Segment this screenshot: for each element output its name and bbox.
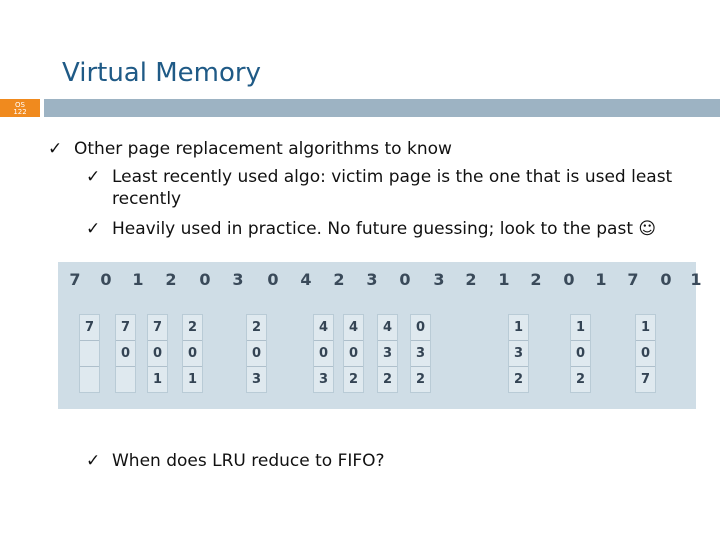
bullet-other-algorithms: ✓ Other page replacement algorithms to kn… (48, 138, 452, 160)
frame-cell: 1 (187, 372, 198, 387)
frame-cell: 1 (636, 315, 655, 341)
frame-cell: 4 (378, 315, 397, 341)
reference-page: 0 (563, 270, 575, 289)
bullet-text-continuation: recently (112, 189, 182, 209)
reference-page: 7 (69, 270, 81, 289)
slide-number-badge: OS 122 (0, 99, 40, 117)
frame-cell: 4 (344, 315, 363, 341)
reference-page: 1 (595, 270, 607, 289)
frame-cell: 0 (344, 341, 363, 367)
bullet-text: When does LRU reduce to FIFO? (112, 451, 385, 471)
reference-page: 0 (267, 270, 279, 289)
title-divider-bar (44, 99, 720, 117)
bullet-lru-fifo-question: ✓ When does LRU reduce to FIFO? (86, 450, 385, 472)
reference-page: 0 (199, 270, 211, 289)
reference-page: 1 (132, 270, 144, 289)
frame-cell: 2 (348, 372, 359, 387)
frame-cell: 1 (571, 315, 590, 341)
frame-cell: 1 (509, 315, 528, 341)
reference-page: 0 (100, 270, 112, 289)
slide-title: Virtual Memory (62, 58, 261, 88)
frame-cell: 0 (571, 341, 590, 367)
frame-cell (116, 367, 135, 392)
frame-cell: 0 (411, 315, 430, 341)
checkmark-icon: ✓ (86, 451, 101, 471)
slide-number-top: OS (15, 101, 25, 109)
reference-page: 3 (232, 270, 244, 289)
reference-page: 2 (333, 270, 345, 289)
reference-page: 7 (627, 270, 639, 289)
slide-number-bottom: 122 (13, 108, 27, 116)
frame-cell: 7 (116, 315, 135, 341)
frame-cell: 0 (247, 341, 266, 367)
bullet-lru-definition: ✓ Least recently used algo: victim page i… (86, 166, 706, 210)
frame-cell: 3 (378, 341, 397, 367)
frame-cell: 7 (640, 372, 651, 387)
frame-cell: 2 (513, 372, 524, 387)
bullet-text: Other page replacement algorithms to kno… (74, 139, 452, 159)
frame-cell: 2 (247, 315, 266, 341)
frame-cell: 2 (183, 315, 202, 341)
frame-cell: 0 (636, 341, 655, 367)
frame-cell: 0 (314, 341, 333, 367)
frame-cell: 0 (183, 341, 202, 367)
bullet-text: Least recently used algo: victim page is… (112, 167, 673, 187)
frame-cell: 2 (415, 372, 426, 387)
bullet-text: Heavily used in practice. No future gues… (112, 219, 657, 239)
frame-cell (80, 367, 99, 392)
bullet-heavily-used: ✓ Heavily used in practice. No future gue… (86, 218, 656, 240)
frame-cell: 7 (148, 315, 167, 341)
reference-page: 2 (165, 270, 177, 289)
reference-page: 1 (690, 270, 702, 289)
frame-cell: 2 (575, 372, 586, 387)
frame-cell: 3 (251, 372, 262, 387)
checkmark-icon: ✓ (86, 219, 101, 239)
frame-cell: 0 (148, 341, 167, 367)
frame-cell: 4 (314, 315, 333, 341)
reference-page: 1 (498, 270, 510, 289)
reference-page: 4 (300, 270, 312, 289)
reference-page: 2 (530, 270, 542, 289)
frame-cell: 2 (382, 372, 393, 387)
reference-page: 0 (399, 270, 411, 289)
frame-cell: 1 (152, 372, 163, 387)
frame-cell: 7 (80, 315, 99, 341)
frame-cell: 3 (318, 372, 329, 387)
checkmark-icon: ✓ (48, 139, 63, 159)
frame-cell: 0 (116, 341, 135, 367)
reference-page: 3 (366, 270, 378, 289)
frame-cell (80, 341, 99, 367)
reference-page: 2 (465, 270, 477, 289)
frame-cell: 3 (509, 341, 528, 367)
frame-cell: 3 (411, 341, 430, 367)
reference-page: 3 (433, 270, 445, 289)
page-frame-column: 7 (79, 314, 100, 393)
reference-page: 0 (660, 270, 672, 289)
checkmark-icon: ✓ (86, 167, 101, 187)
